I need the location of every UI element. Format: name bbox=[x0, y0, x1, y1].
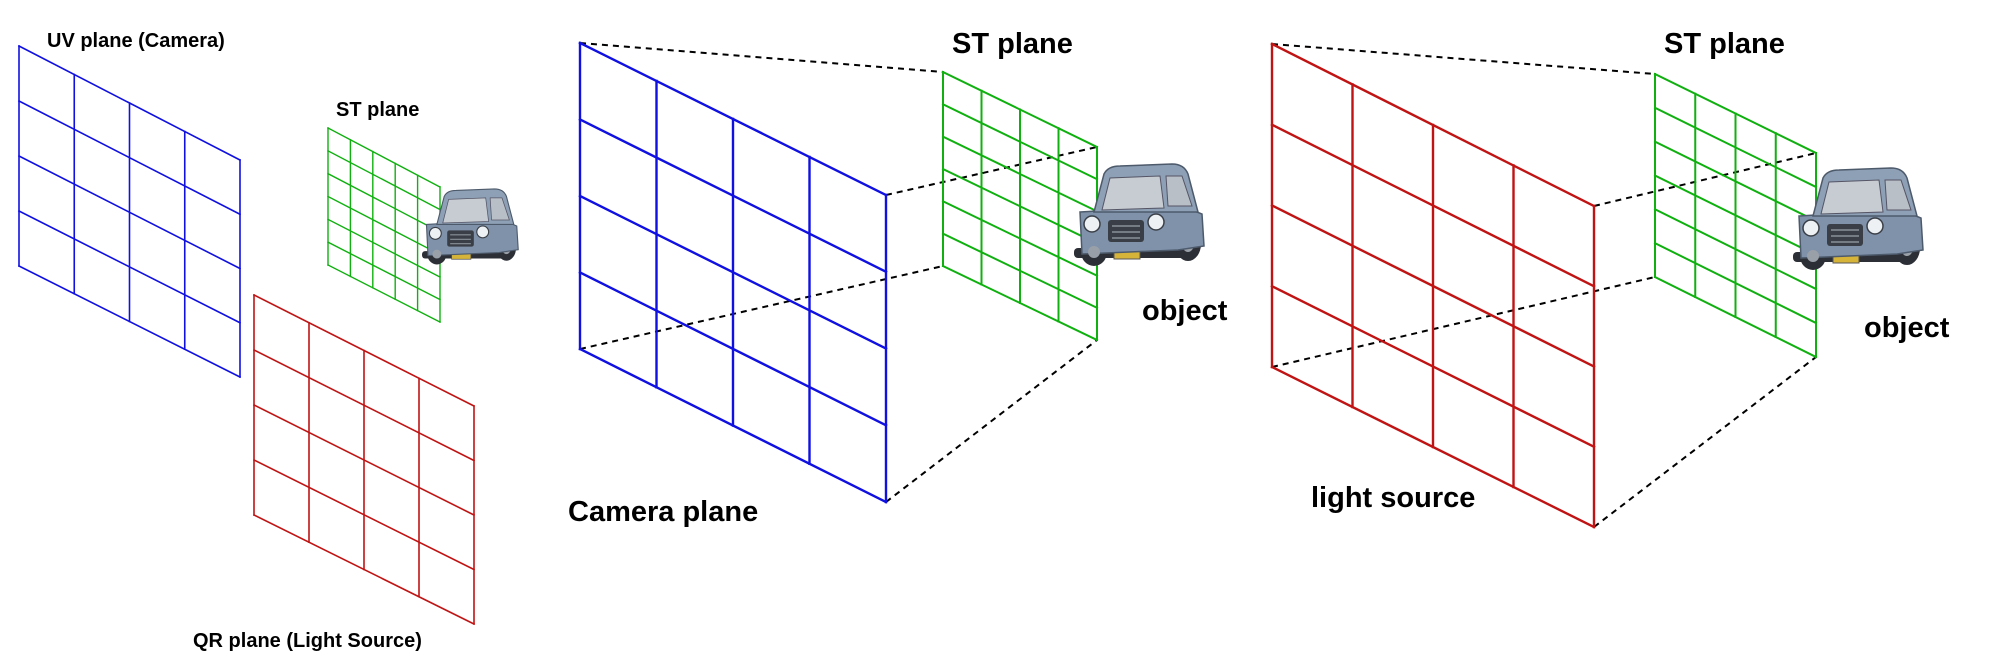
grid-line bbox=[328, 265, 440, 322]
grid-qr-light-plane bbox=[254, 295, 474, 624]
label-st-plane: ST plane bbox=[1664, 28, 1785, 60]
grid-line bbox=[328, 151, 440, 210]
grid-line bbox=[328, 242, 440, 299]
grid-light-source-plane bbox=[1272, 44, 1594, 527]
car-icon bbox=[1793, 168, 1923, 270]
grid-line bbox=[328, 174, 440, 232]
grid-st-plane-small bbox=[328, 128, 440, 322]
grid-st-plane bbox=[943, 72, 1097, 340]
label-qr-plane: QR plane (Light Source) bbox=[193, 630, 422, 652]
grid-camera-plane bbox=[580, 43, 886, 502]
car-icon bbox=[1074, 164, 1204, 266]
label-light-source: light source bbox=[1311, 482, 1475, 514]
label-camera-plane: Camera plane bbox=[568, 496, 758, 528]
label-uv-plane: UV plane (Camera) bbox=[47, 30, 225, 52]
label-object: object bbox=[1142, 295, 1228, 327]
grid-line bbox=[328, 128, 440, 187]
label-st-plane: ST plane bbox=[952, 28, 1073, 60]
grid-line bbox=[328, 197, 440, 255]
grid-uv-camera-plane bbox=[19, 46, 240, 377]
grid-line bbox=[328, 219, 440, 277]
label-object: object bbox=[1864, 312, 1950, 344]
label-st-plane-small: ST plane bbox=[336, 99, 419, 121]
grid-st-plane bbox=[1655, 74, 1816, 357]
car-icon bbox=[422, 189, 518, 264]
